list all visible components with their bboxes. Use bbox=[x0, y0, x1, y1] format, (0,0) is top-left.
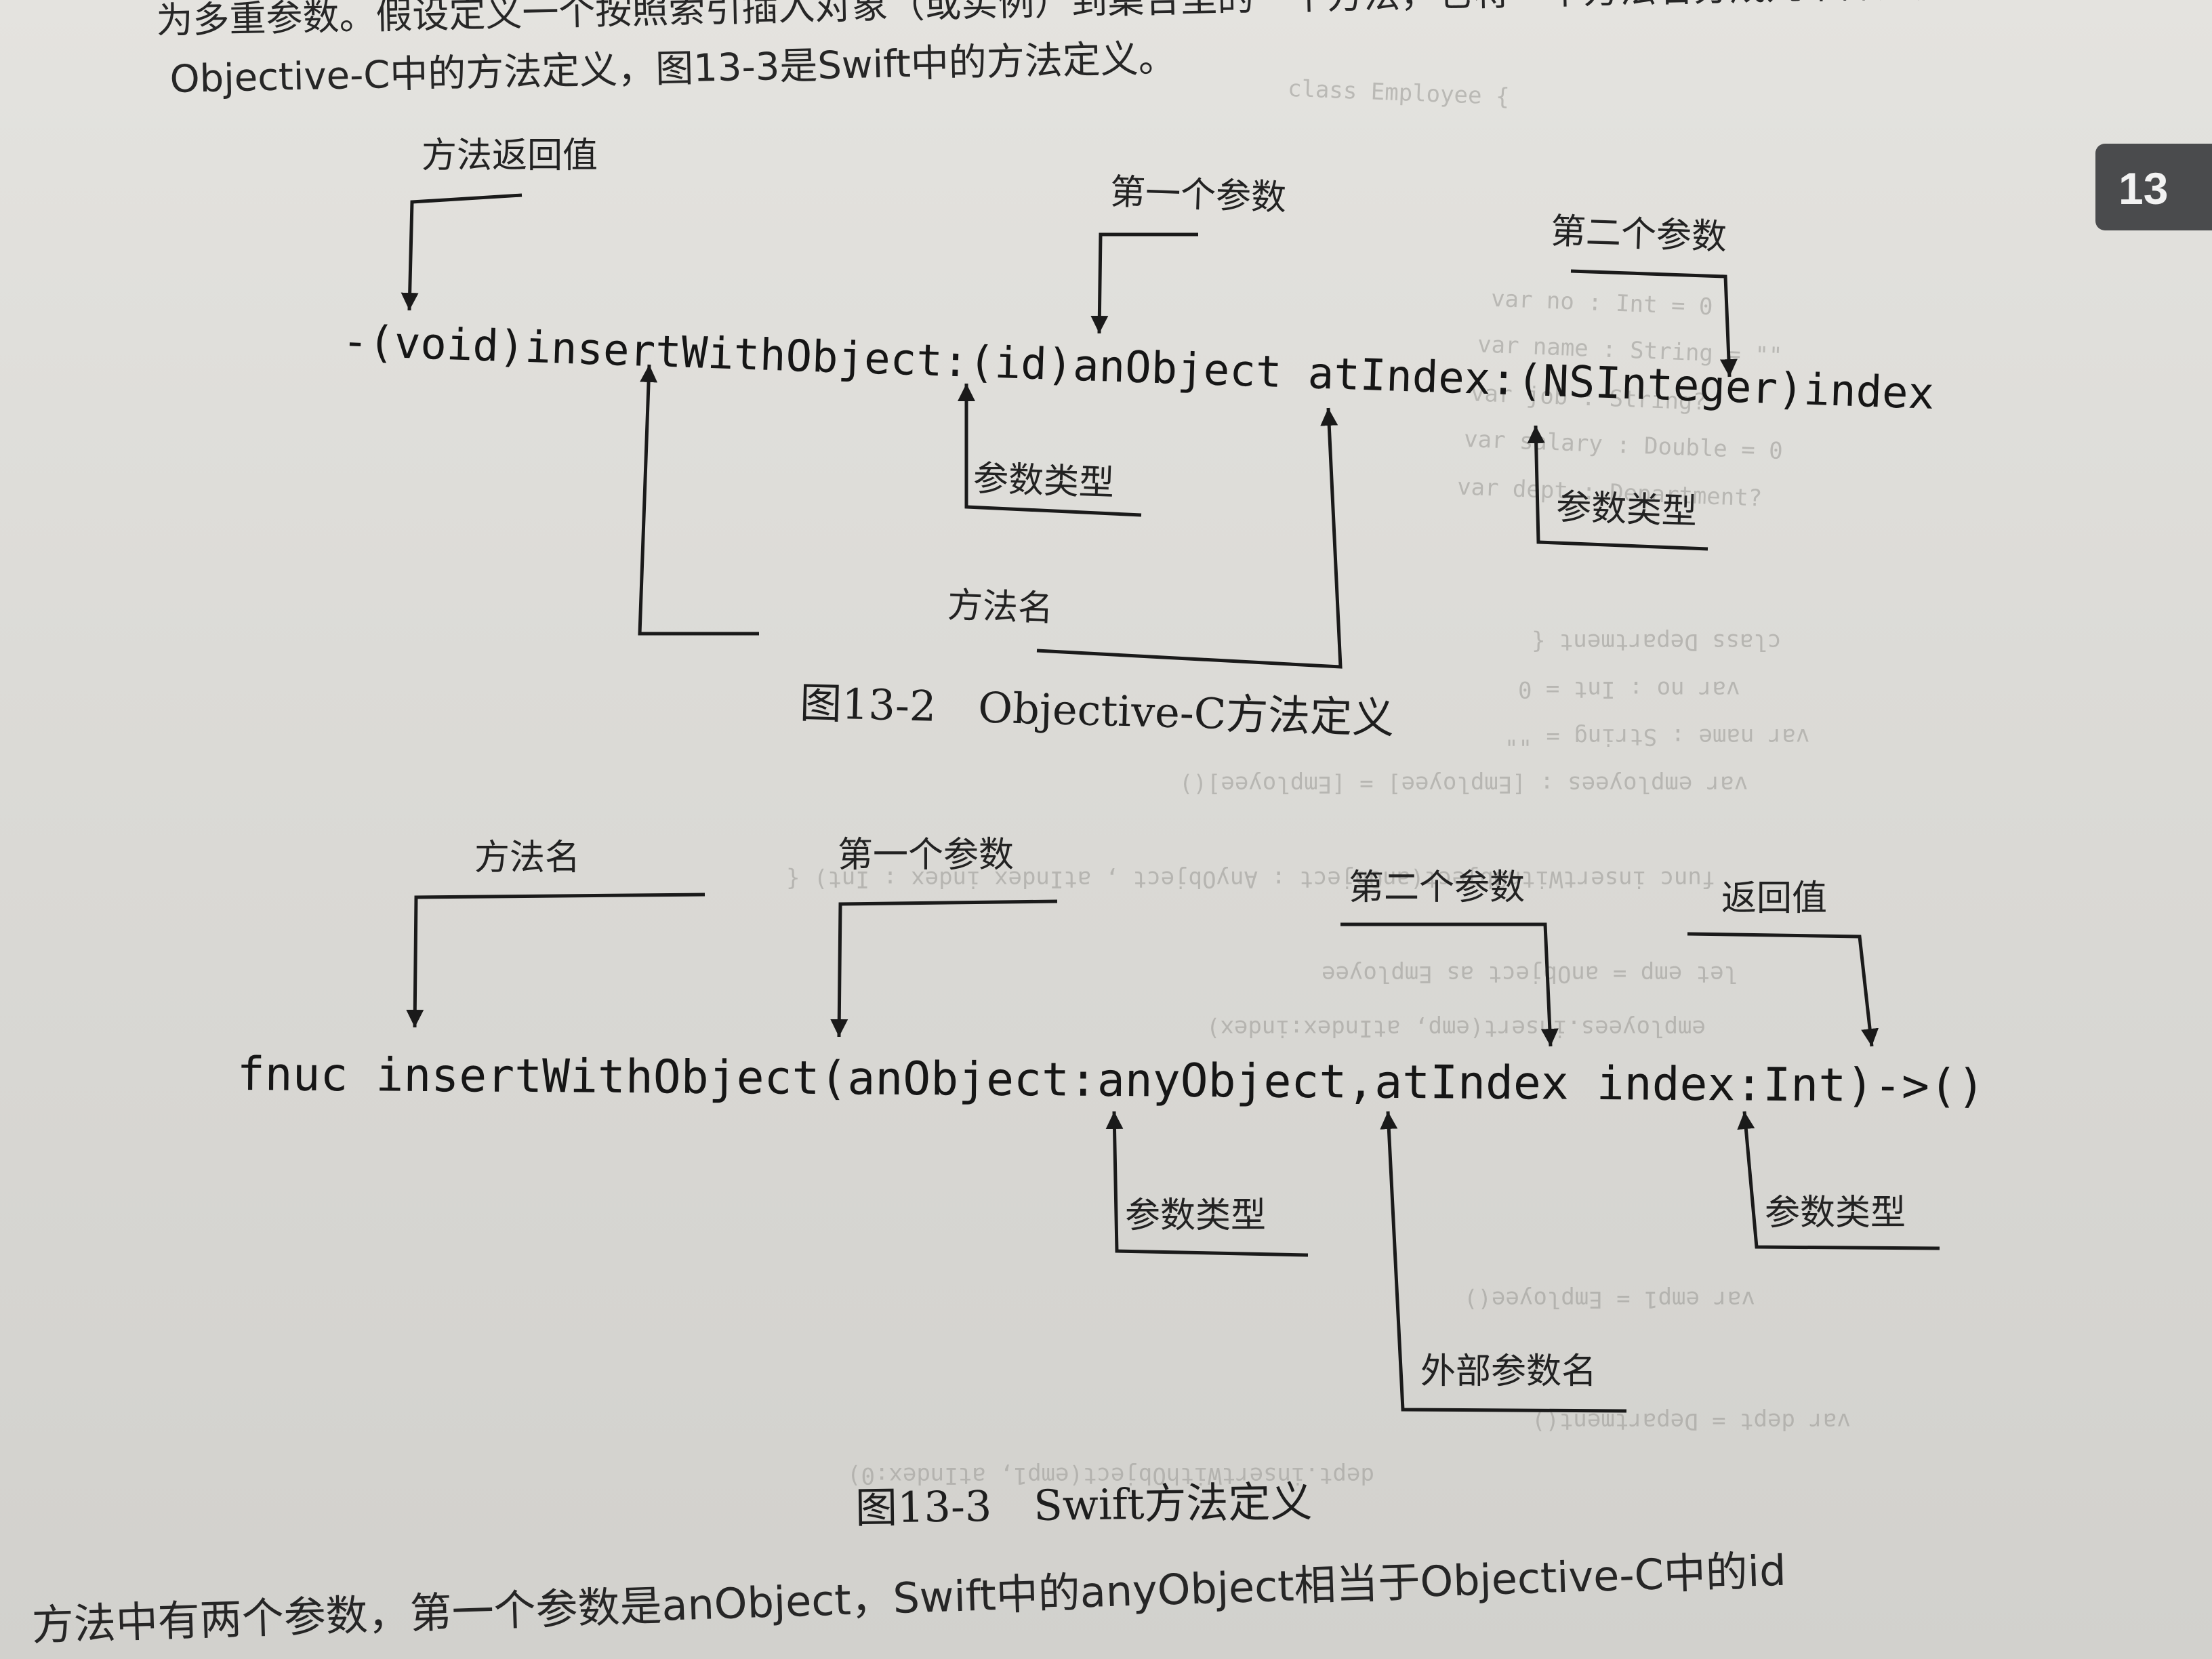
label-first-param: 第一个参数 bbox=[1109, 171, 1287, 219]
label-return-value: 方法返回值 bbox=[422, 136, 598, 176]
label-method-name: 方法名 bbox=[947, 585, 1054, 630]
label-param-type-2: 参数类型 bbox=[1555, 487, 1698, 533]
arrow-return-value bbox=[401, 193, 523, 311]
label-param-type-1: 参数类型 bbox=[1125, 1195, 1267, 1236]
label-method-name: 方法名 bbox=[474, 838, 581, 878]
arrow-second-param bbox=[1570, 269, 1738, 377]
arrow-second-param bbox=[1340, 922, 1559, 1047]
label-second-param: 第二个参数 bbox=[1550, 211, 1727, 258]
chapter-number: 13 bbox=[2118, 163, 2169, 213]
chapter-tab: 13 bbox=[2095, 144, 2212, 230]
label-external-param-name: 外部参数名 bbox=[1420, 1351, 1597, 1392]
label-param-type-2: 参数类型 bbox=[1765, 1193, 1906, 1233]
label-param-type-1: 参数类型 bbox=[972, 458, 1115, 504]
arrow-param-type-2 bbox=[1737, 1111, 1940, 1250]
arrow-first-param bbox=[1090, 232, 1198, 334]
figure-13-3-caption: 图13-3 Swift方法定义 bbox=[855, 1477, 1313, 1533]
arrow-param-type-1 bbox=[958, 384, 1142, 517]
label-second-param: 第二个参数 bbox=[1349, 867, 1525, 908]
arrow-param-type-1 bbox=[1105, 1111, 1309, 1257]
arrow-return-value bbox=[1687, 932, 1879, 1047]
arrow-method-name bbox=[406, 893, 705, 1028]
arrow-param-type-2 bbox=[1527, 425, 1708, 551]
arrow-method-name-left bbox=[638, 364, 759, 636]
arrow-first-param bbox=[830, 899, 1058, 1038]
code-swift-method: fnuc insertWithObject(anObject:anyObject… bbox=[237, 1048, 1986, 1114]
label-return-value: 返回值 bbox=[1721, 878, 1828, 919]
label-first-param: 第一个参数 bbox=[838, 835, 1015, 876]
arrow-external-param-name bbox=[1380, 1111, 1627, 1413]
arrow-method-name-right bbox=[1036, 407, 1343, 669]
